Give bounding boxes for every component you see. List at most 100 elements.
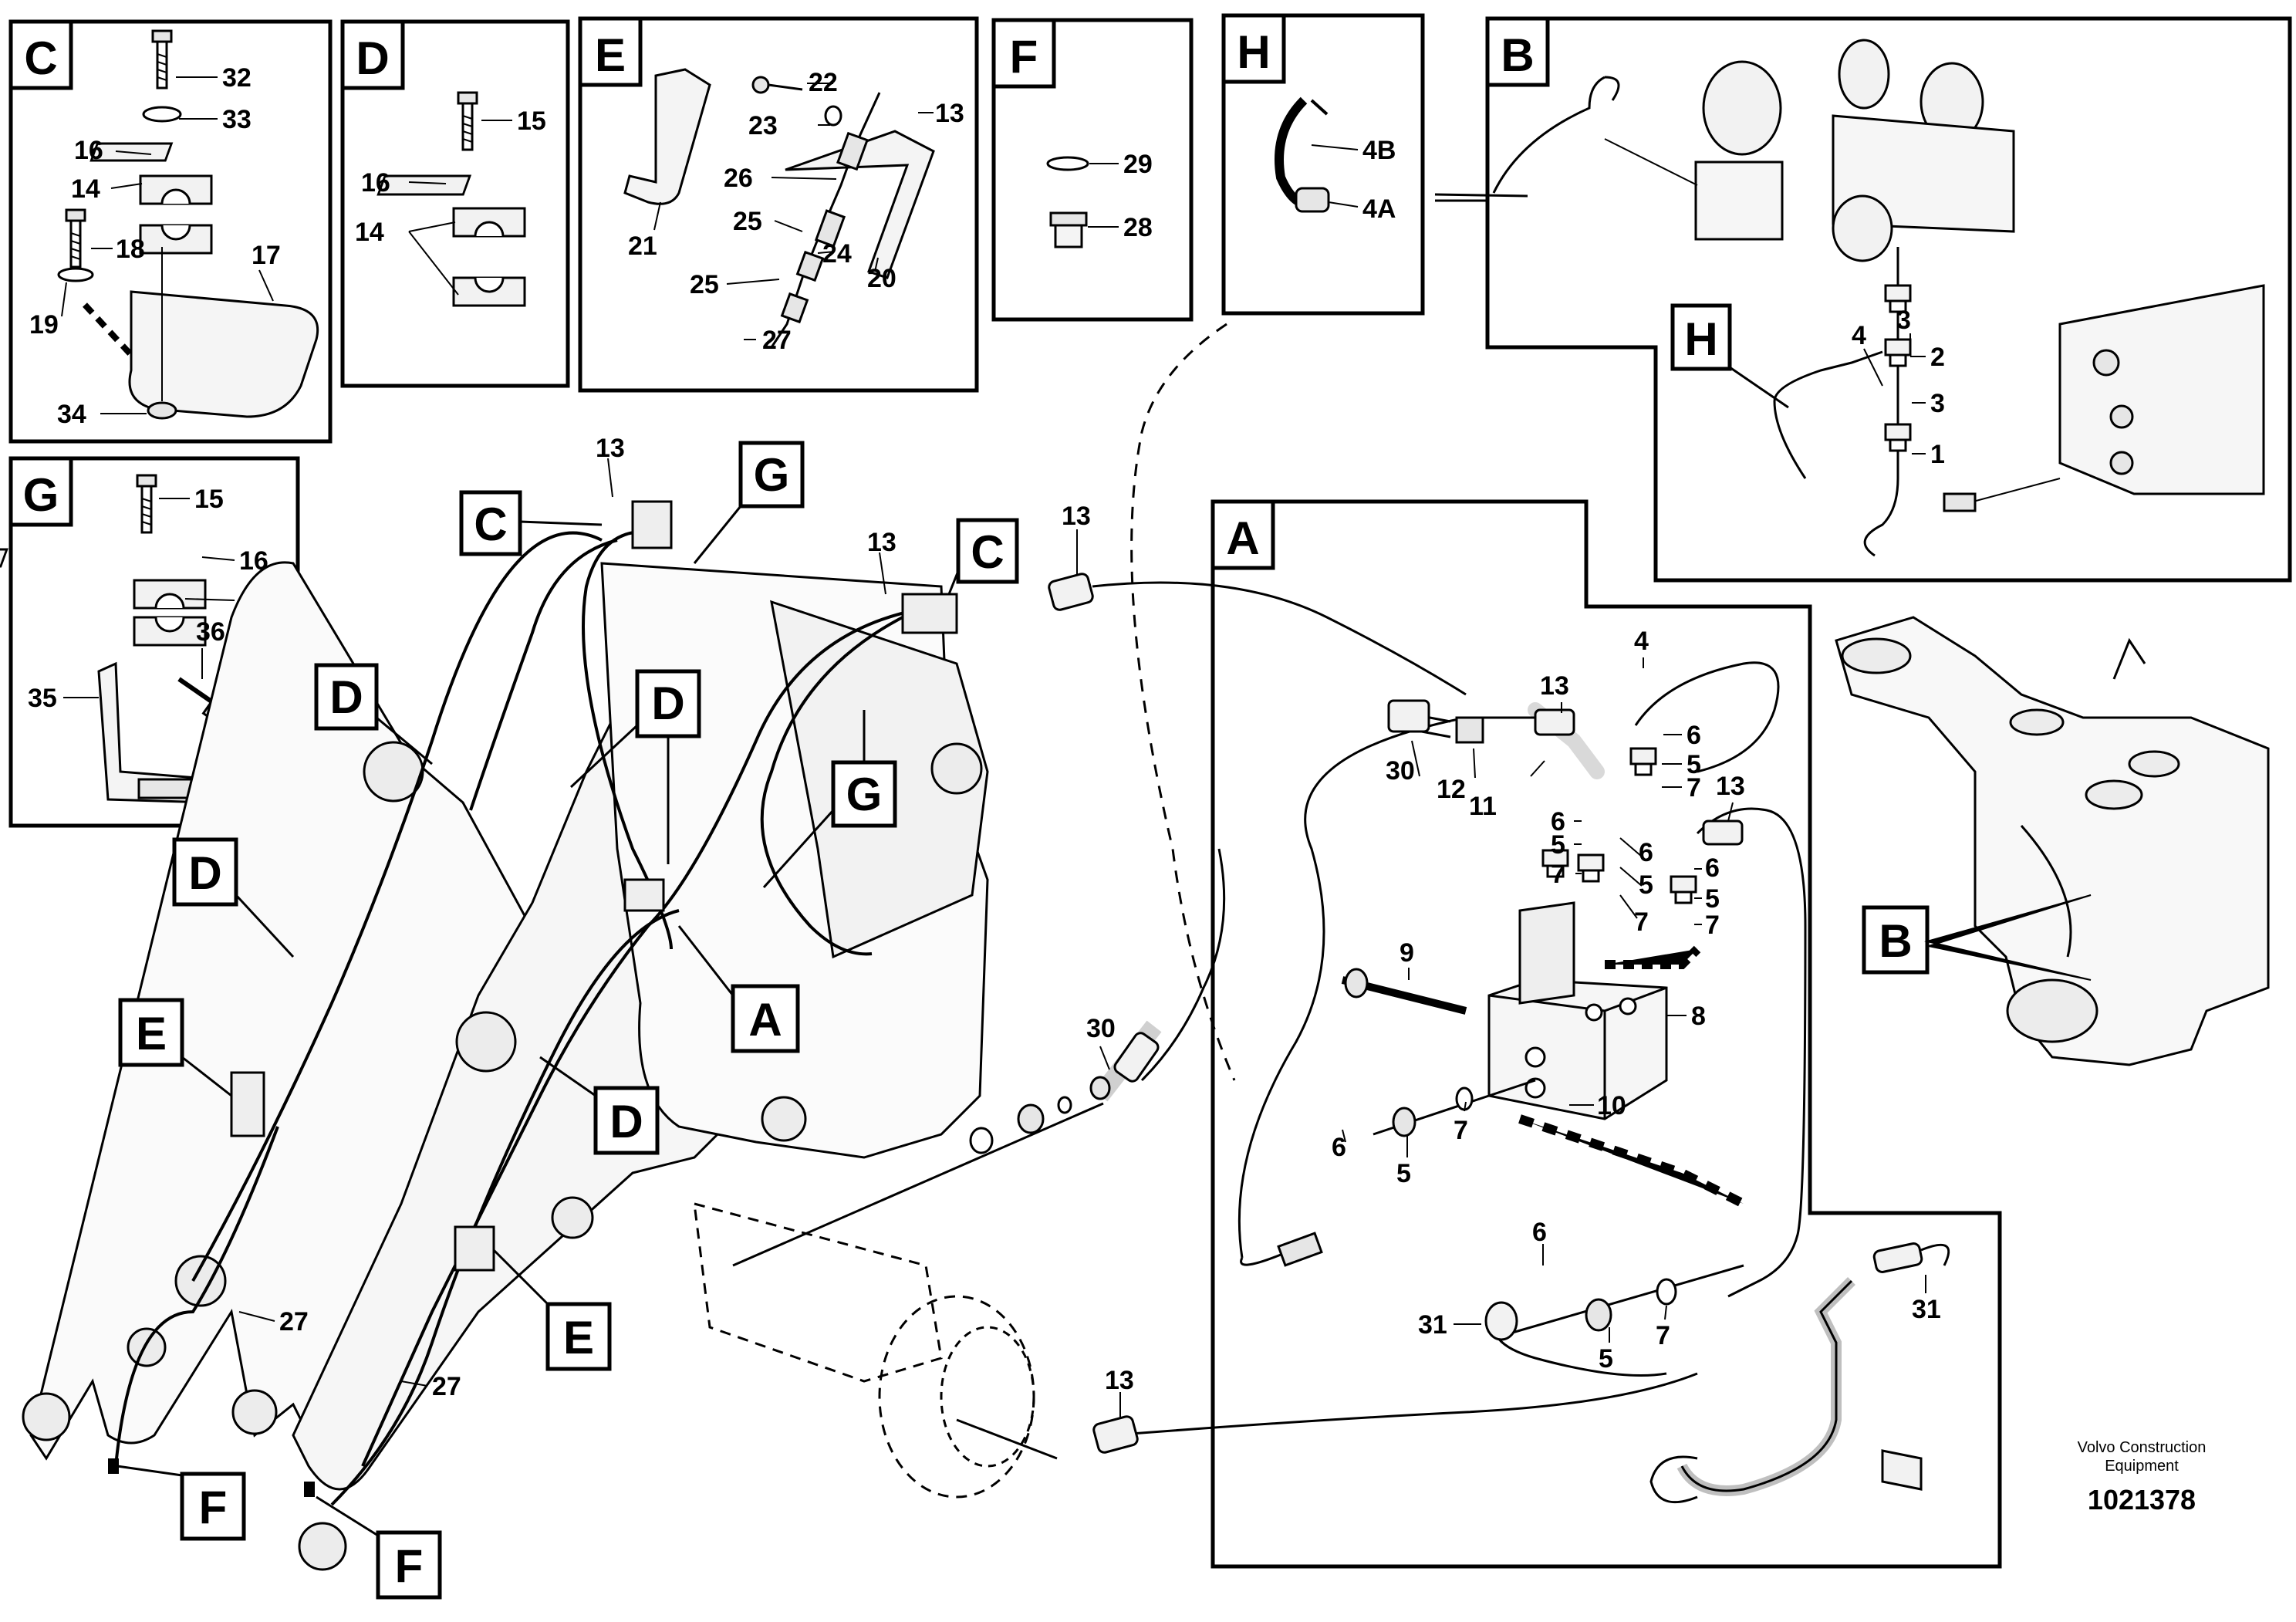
- label-7e: 7: [1454, 1116, 1468, 1145]
- bolt-icon: [151, 29, 173, 90]
- detail-e: E 22 23 13 26 21 25 24 20 25 27: [578, 16, 979, 393]
- label-5e: 5: [1396, 1159, 1411, 1188]
- label-7: 7: [1687, 773, 1701, 803]
- solenoid-icon: [1518, 901, 1575, 1005]
- label-21: 21: [628, 231, 657, 261]
- connector-icon: [1277, 1232, 1323, 1267]
- clamp-bracket-icon: [230, 1071, 265, 1137]
- hose-end-icon: [1484, 1301, 1518, 1341]
- accumulator-icon: [1838, 39, 1890, 110]
- svg-text:C: C: [474, 498, 507, 550]
- label-10: 10: [1597, 1091, 1626, 1120]
- label-6f: 6: [1532, 1218, 1547, 1247]
- pivot-pin-icon: [22, 1392, 71, 1441]
- port-icon: [1524, 1046, 1546, 1068]
- label-12: 12: [1437, 775, 1466, 804]
- accumulator-icon: [1702, 60, 1782, 156]
- label-5c: 5: [1639, 870, 1653, 900]
- detail-f-tab: [991, 18, 1056, 89]
- svg-text:F: F: [199, 1482, 228, 1533]
- label-13b: 13: [1716, 772, 1745, 801]
- clamp-lower-icon: [139, 224, 213, 255]
- svg-text:D: D: [188, 847, 221, 899]
- mount-pad-icon: [2128, 750, 2180, 778]
- svg-text:C: C: [971, 526, 1004, 578]
- detail-f-letter: F: [1010, 31, 1038, 83]
- connector-icon: [780, 292, 809, 324]
- label-6e: 6: [1332, 1133, 1346, 1162]
- callout-b: B: [1862, 894, 2092, 981]
- callout-a: A: [677, 925, 800, 1053]
- label-6: 6: [1687, 721, 1701, 750]
- label-18: 18: [116, 235, 145, 264]
- detail-a-tab: [1210, 499, 1275, 570]
- tie-block-icon: [1295, 187, 1330, 213]
- hose-end-icon: [1387, 699, 1430, 733]
- mount-pad-icon: [2085, 779, 2143, 810]
- dashed-leader: [1605, 945, 1701, 969]
- dashed-route: [1130, 323, 1236, 1081]
- axle-hub-outline: [940, 1326, 1035, 1468]
- main-label-27b: 27: [432, 1372, 461, 1401]
- detail-e-letter: E: [595, 29, 626, 81]
- pivot-pin-icon: [551, 1196, 594, 1239]
- callout-d-2: D: [569, 669, 701, 864]
- cover-plate-icon: [376, 174, 472, 196]
- detail-c-tab: [8, 19, 73, 90]
- o-ring-icon: [1057, 1096, 1072, 1114]
- main-label-13b: 13: [867, 528, 896, 557]
- detail-d-tab: [340, 19, 405, 90]
- connector-icon: [836, 131, 869, 171]
- valve-block-icon: [1487, 978, 1668, 1120]
- svg-text:A: A: [748, 994, 782, 1046]
- label-13: 13: [1540, 671, 1569, 701]
- label-22: 22: [809, 68, 838, 97]
- bolt-icon: [136, 474, 157, 534]
- port-icon: [1524, 1077, 1546, 1099]
- clamp-upper-icon: [452, 207, 526, 238]
- fitting-icon: [1629, 747, 1657, 776]
- detail-h-frame: [1221, 13, 1425, 316]
- axle-outline: [693, 1201, 943, 1383]
- label-6d: 6: [1705, 853, 1720, 883]
- label-28: 28: [1123, 213, 1153, 242]
- label-4: 4: [1852, 321, 1866, 350]
- detail-e-tab: [578, 16, 643, 87]
- hose-route: [191, 531, 603, 1282]
- svg-text:B: B: [1879, 915, 1912, 967]
- detail-b-tab: [1485, 16, 1550, 87]
- mount-pad-icon: [1841, 637, 1912, 674]
- detail-c-letter: C: [24, 32, 57, 84]
- fitting-icon: [1577, 853, 1605, 883]
- hose-icon: [1634, 661, 1780, 773]
- label-36: 36: [196, 617, 225, 647]
- port-icon: [1585, 1003, 1603, 1022]
- label-16: 16: [361, 168, 390, 198]
- detail-h-tab: [1221, 13, 1286, 84]
- label-8: 8: [1691, 1002, 1706, 1031]
- label-4a: 4A: [1362, 194, 1396, 224]
- label-2: 2: [1930, 343, 1945, 372]
- detail-c: C 32 33 16 14 18 17 19 34: [8, 19, 333, 444]
- label-5b: 5: [1551, 830, 1565, 860]
- adapter-icon: [1392, 1107, 1416, 1137]
- callout-e-2: E: [492, 1249, 612, 1371]
- callout-c-2: C: [947, 518, 1019, 595]
- control-block-icon: [2058, 284, 2265, 495]
- callout-e-1: E: [118, 998, 232, 1097]
- label-29: 29: [1123, 150, 1153, 179]
- detail-f-frame: [991, 18, 1194, 322]
- pivot-pin-icon: [231, 1389, 278, 1435]
- label-25: 25: [733, 207, 762, 236]
- clamp-upper-icon: [133, 579, 207, 610]
- label-5: 5: [1687, 750, 1701, 779]
- callout-d-1: D: [314, 663, 433, 765]
- main-label-30: 30: [1086, 1014, 1116, 1043]
- callout-d-3: D: [172, 837, 295, 958]
- port-icon: [1619, 997, 1637, 1015]
- fitting-icon: [1884, 423, 1912, 452]
- detail-h-letter: H: [1237, 26, 1270, 78]
- dashed-leader: [83, 302, 133, 357]
- svg-text:F: F: [395, 1540, 424, 1592]
- plug-body-icon: [1054, 224, 1083, 248]
